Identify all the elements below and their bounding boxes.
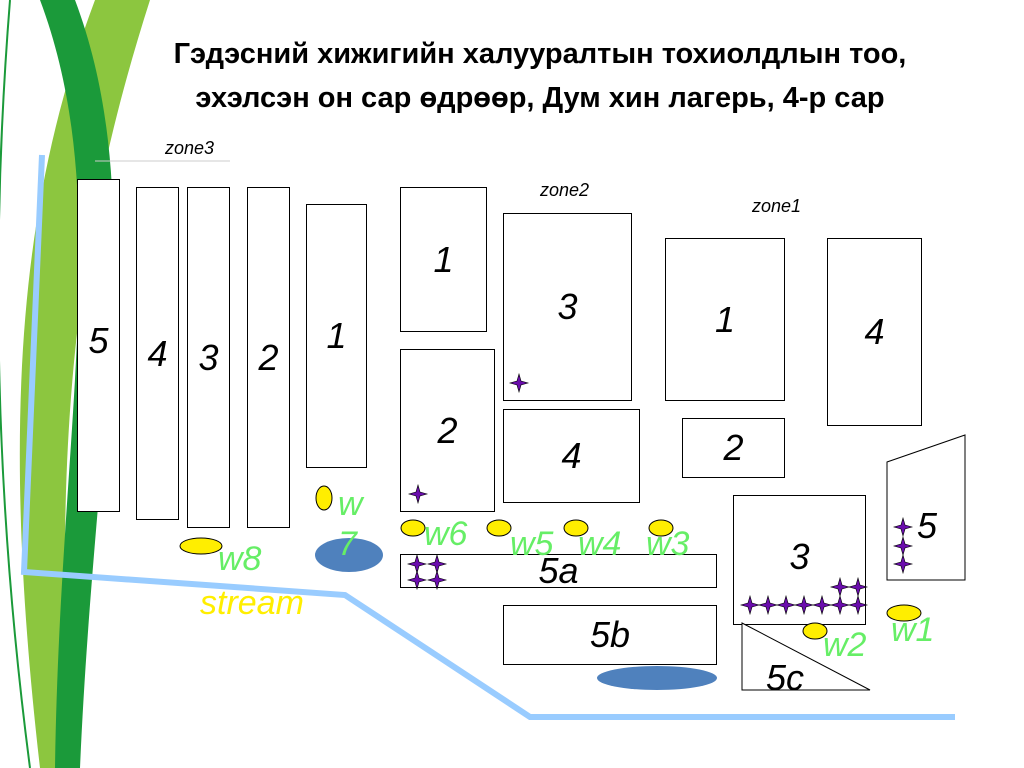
four-point-star-icon <box>739 594 761 616</box>
well-w4-label: w4 <box>578 525 622 563</box>
title-line-1: Гэдэсний хижигийн халууралтын тохиолдлын… <box>173 38 907 70</box>
pond-left <box>315 538 383 572</box>
block-zone1-5-label: 5 <box>917 505 938 546</box>
zone3-label: zone3 <box>165 138 215 158</box>
block-zone2-2: 2 <box>400 349 495 512</box>
well-w1-marker <box>886 604 922 622</box>
well-w8-marker <box>179 537 223 555</box>
four-point-star-icon <box>829 576 851 598</box>
four-point-star-icon <box>426 569 448 591</box>
four-point-star-icon <box>775 594 797 616</box>
block-5c-shape <box>741 622 871 691</box>
well-w1-label: w1 <box>891 611 935 649</box>
page-title: Гэдэсний хижигийн халууралтын тохиолдлын… <box>90 32 990 120</box>
well-w8-label: w8 <box>218 540 262 578</box>
block-zone1-2: 2 <box>682 418 785 478</box>
well-w7-marker <box>315 485 333 511</box>
thin-green-line <box>0 0 31 768</box>
block-5a: 5a <box>400 550 717 591</box>
block-zone3-3: 3 <box>187 187 230 528</box>
well-w4-marker <box>563 519 589 537</box>
block-zone2-1: 1 <box>400 187 487 332</box>
block-zone1-4: 4 <box>827 238 922 426</box>
title-line-2: эхэлсэн он сар өдрөөр, Дум хин лагерь, 4… <box>195 82 885 114</box>
well-w3-marker <box>648 519 674 537</box>
case-markers <box>406 372 914 616</box>
block-zone2-4: 4 <box>503 409 640 503</box>
block-zone1-1: 1 <box>665 238 785 401</box>
four-point-star-icon <box>406 569 428 591</box>
four-point-star-icon <box>892 535 914 557</box>
well-w5-label: w5 <box>510 525 554 563</box>
zone1-label: zone1 <box>752 196 802 216</box>
four-point-star-icon <box>892 553 914 575</box>
four-point-star-icon <box>847 594 869 616</box>
well-w7-label: w7 <box>338 485 363 563</box>
well-w5-marker <box>486 519 512 537</box>
block-zone3-5: 5 <box>77 179 120 512</box>
stream-label: stream <box>200 584 304 622</box>
four-point-star-icon <box>793 594 815 616</box>
four-point-star-icon <box>757 594 779 616</box>
well-w2-marker <box>802 622 828 640</box>
well-w6-label: w6 <box>424 515 468 553</box>
well-w6-marker <box>400 519 426 537</box>
four-point-star-icon <box>892 516 914 538</box>
four-point-star-icon <box>407 483 429 505</box>
block-5b: 5b <box>503 605 717 665</box>
block-zone3-4: 4 <box>136 187 179 520</box>
four-point-star-icon <box>811 594 833 616</box>
block-5c-label: 5c <box>766 657 805 698</box>
pond-bottom <box>597 666 717 690</box>
four-point-star-icon <box>829 594 851 616</box>
well-w2-label: w2 <box>823 626 867 664</box>
well-w3-label: w3 <box>646 525 690 563</box>
zone2-label: zone2 <box>540 180 590 200</box>
four-point-star-icon <box>847 576 869 598</box>
block-zone3-2: 2 <box>247 187 290 528</box>
block-zone1-5-shape <box>886 434 966 581</box>
four-point-star-icon <box>508 372 530 394</box>
block-zone3-1: 1 <box>306 204 367 468</box>
block-zone2-3: 3 <box>503 213 632 401</box>
